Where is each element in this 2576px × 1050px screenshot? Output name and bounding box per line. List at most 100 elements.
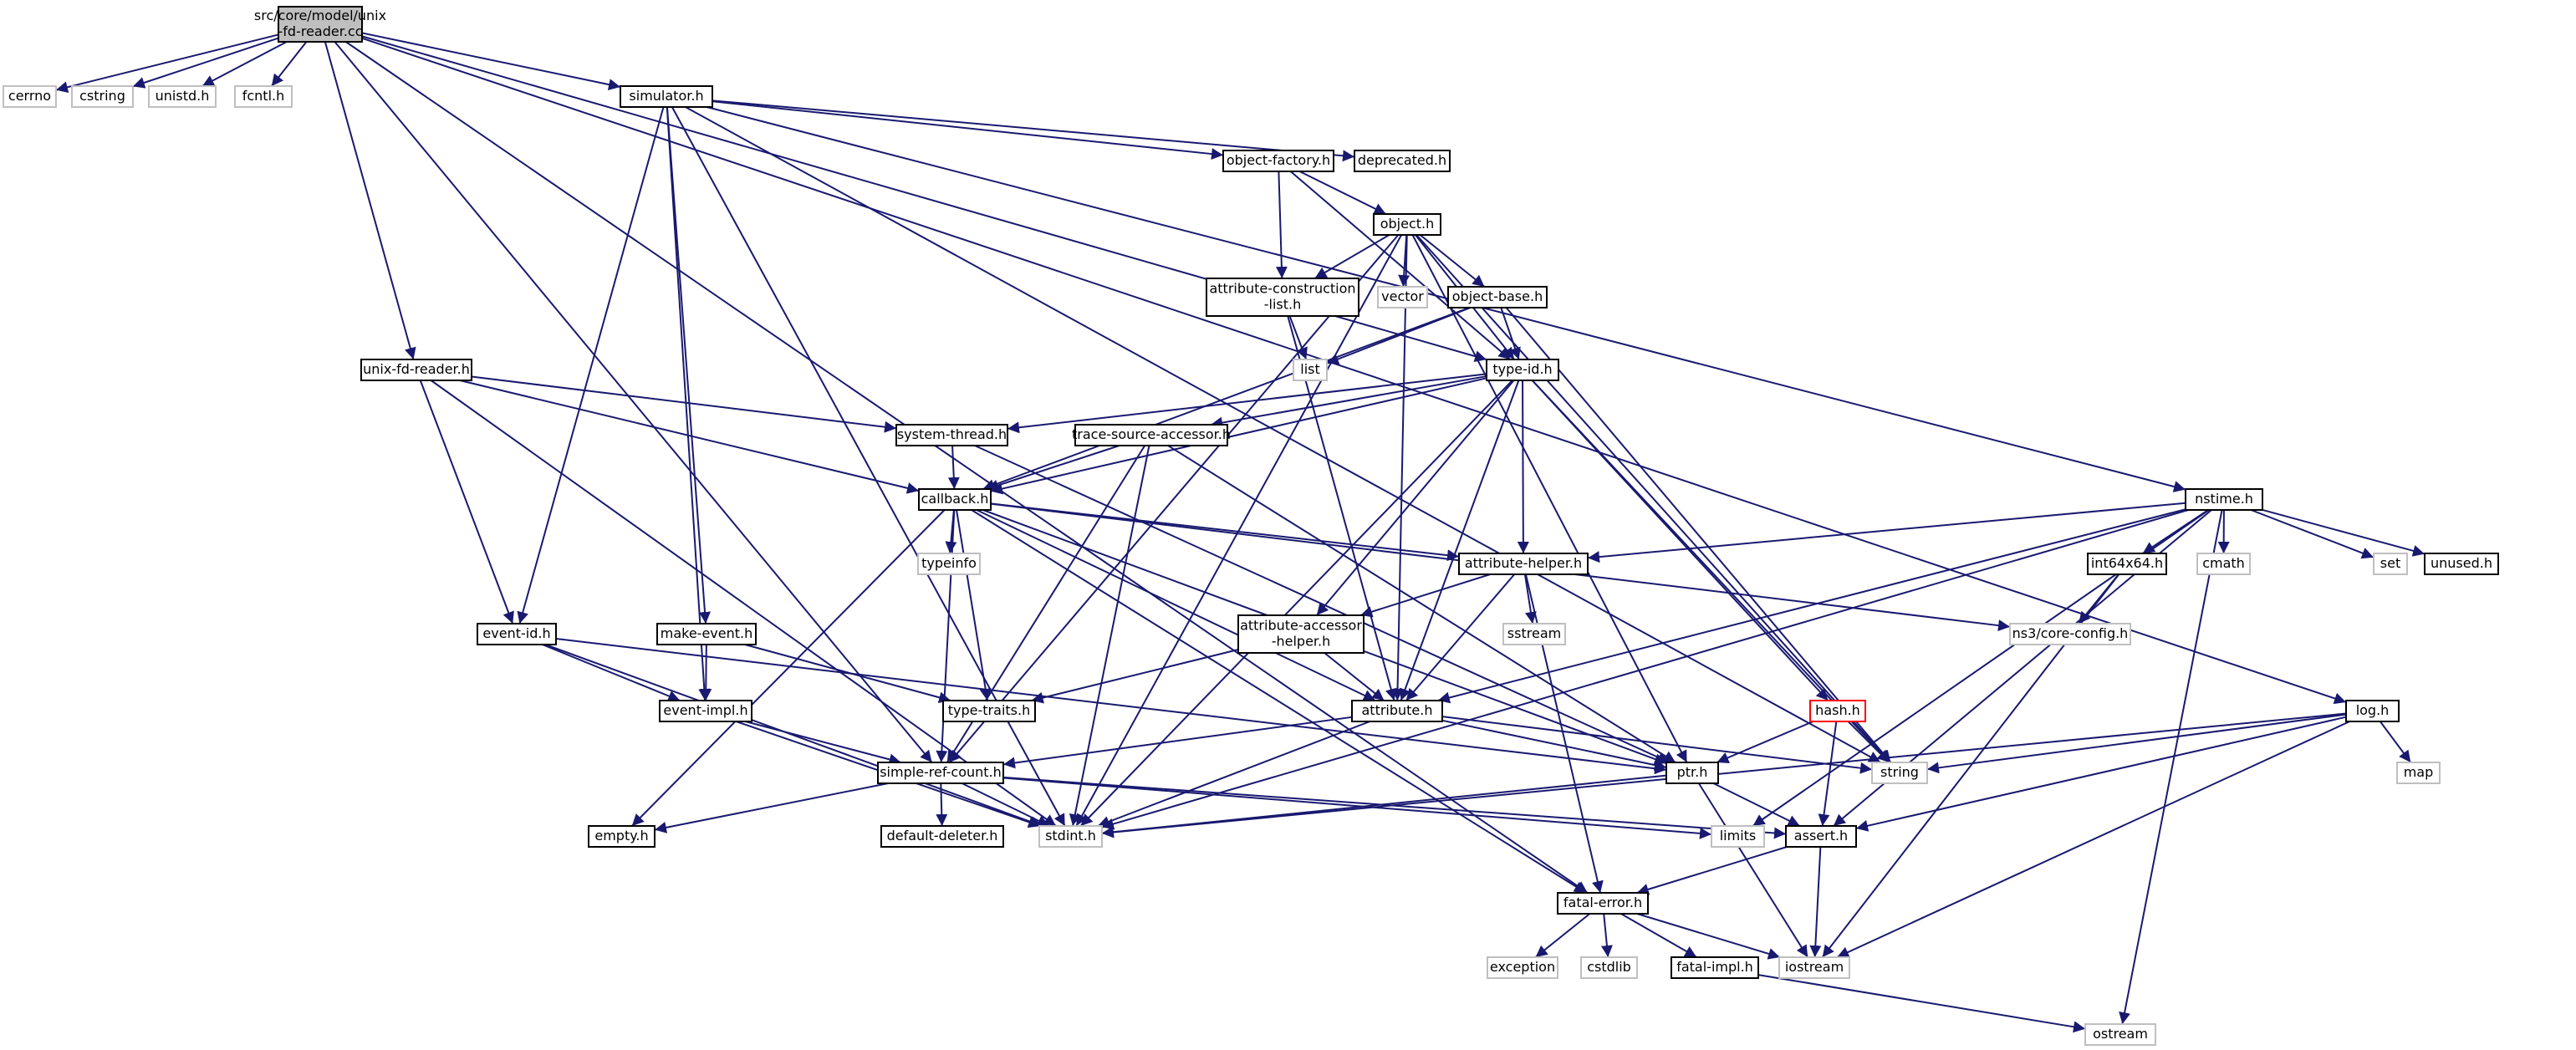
node-simulator[interactable]: simulator.h [620, 85, 713, 108]
edge-object_base-to-string [1505, 307, 1892, 763]
edge-event_id-to-ptr [555, 638, 1667, 775]
node-box [360, 359, 472, 381]
node-unused[interactable]: unused.h [2424, 553, 2499, 575]
node-int64x64[interactable]: int64x64.h [2087, 553, 2167, 575]
node-cerrno: cerrno [3, 85, 57, 108]
node-system_thread[interactable]: system-thread.h [895, 424, 1008, 446]
node-ns3config: ns3/core-config.h [2009, 623, 2131, 645]
node-box [1237, 614, 1365, 654]
node-event_impl[interactable]: event-impl.h [659, 700, 752, 722]
node-label: object-factory.h [1227, 152, 1330, 168]
node-attribute[interactable]: attribute.h [1351, 700, 1443, 722]
node-label: system-thread.h [897, 426, 1007, 442]
node-fatal_error[interactable]: fatal-error.h [1557, 892, 1649, 915]
node-hash: hash.h [1809, 700, 1866, 722]
node-box [1502, 623, 1566, 645]
node-box [1447, 286, 1548, 308]
node-type_traits[interactable]: type-traits.h [942, 700, 1036, 722]
node-label: -fd-reader.cc [278, 23, 363, 39]
edge-attr_accessor-to-type_traits [1031, 649, 1239, 704]
edge-make_event-to-type_traits [744, 644, 951, 704]
node-box [477, 623, 557, 645]
node-label: int64x64.h [2091, 555, 2163, 571]
node-log[interactable]: log.h [2345, 700, 2400, 722]
node-default_deleter[interactable]: default-deleter.h [880, 825, 1004, 848]
edge-attribute-to-ptr [1441, 719, 1667, 771]
edge-root-to-log [361, 37, 2347, 705]
node-label: event-id.h [482, 625, 550, 641]
node-box [2396, 762, 2441, 784]
node-label: sstream [1507, 625, 1561, 641]
edge-type_id-to-callback [990, 377, 1487, 495]
edge-nstime-to-attribute [1437, 508, 2186, 704]
edge-trace_source-to-stdint [1069, 445, 1150, 827]
node-object[interactable]: object.h [1373, 213, 1441, 236]
node-object_base[interactable]: object-base.h [1447, 286, 1548, 308]
node-box [1038, 825, 1103, 848]
edge-object_factory-to-object [1298, 171, 1387, 215]
node-box [942, 700, 1036, 722]
node-fatal_impl[interactable]: fatal-impl.h [1671, 956, 1759, 979]
edge-type_id-to-string [1531, 380, 1891, 763]
node-attr_helper[interactable]: attribute-helper.h [1458, 553, 1589, 575]
node-object_factory[interactable]: object-factory.h [1222, 150, 1334, 172]
node-typeinfo: typeinfo [917, 553, 981, 575]
node-label: make-event.h [661, 625, 753, 641]
node-box [877, 762, 1004, 784]
node-assert[interactable]: assert.h [1785, 825, 1857, 848]
edge-attr_helper-to-attr_accessor [1359, 573, 1491, 618]
node-box [1074, 424, 1228, 446]
node-simple_ref[interactable]: simple-ref-count.h [877, 762, 1004, 784]
node-label: empty.h [594, 828, 648, 844]
edge-callback-to-attr_helper [990, 502, 1460, 562]
node-attr_accessor[interactable]: attribute-accessor-helper.h [1237, 614, 1365, 654]
node-label: unix-fd-reader.h [363, 361, 470, 377]
node-trace_source[interactable]: trace-source-accessor.h [1072, 424, 1231, 446]
node-event_id[interactable]: event-id.h [477, 623, 557, 645]
node-label: fatal-error.h [1563, 895, 1642, 910]
edge-object_base-to-callback [982, 307, 1470, 491]
node-root[interactable]: src/core/model/unix-fd-reader.cc [254, 6, 386, 43]
node-cstring: cstring [71, 85, 134, 108]
nodes-layer: src/core/model/unix-fd-reader.cc cerrno cs… [3, 6, 2499, 1046]
edge-assert-to-fatal_error [1636, 846, 1788, 895]
edge-unix_fd_reader-to-callback [459, 380, 920, 494]
node-map: map [2396, 762, 2441, 784]
edge-ptr-to-iostream [1697, 782, 1809, 958]
edges-layer [55, 32, 2426, 1033]
node-label: type-id.h [1492, 361, 1552, 377]
node-ptr[interactable]: ptr.h [1665, 762, 1719, 784]
edge-object-to-string [1416, 234, 1891, 763]
node-box [1785, 825, 1857, 848]
node-label: iostream [1785, 959, 1844, 975]
node-label: cmath [2202, 555, 2245, 571]
edge-root-to-simple_ref [334, 41, 933, 763]
node-attr_construction[interactable]: attribute-construction-list.h [1206, 278, 1359, 317]
edge-system_thread-to-ptr [974, 445, 1671, 763]
node-box [1580, 956, 1638, 979]
node-make_event[interactable]: make-event.h [656, 623, 757, 645]
node-label: attribute-construction [1209, 281, 1355, 297]
edge-object_factory-to-attr_construction [1275, 171, 1288, 279]
node-fcntl: fcntl.h [234, 85, 293, 108]
node-empty[interactable]: empty.h [588, 825, 655, 848]
edge-fatal_error-to-cstdlib [1600, 913, 1613, 958]
node-callback[interactable]: callback.h [918, 488, 992, 511]
node-box [656, 623, 757, 645]
edge-attribute-to-stdint [1097, 721, 1370, 828]
node-nstime[interactable]: nstime.h [2185, 488, 2263, 511]
node-box [3, 85, 57, 108]
node-box [1354, 150, 1451, 172]
edge-object-to-simple_ref [948, 234, 1400, 763]
edge-attr_construction-to-list [1288, 315, 1308, 360]
node-label: fcntl.h [242, 88, 285, 104]
node-label: callback.h [921, 491, 989, 507]
node-cmath: cmath [2196, 553, 2251, 575]
node-type_id[interactable]: type-id.h [1486, 359, 1559, 381]
edge-object-to-stdint [1075, 234, 1403, 827]
edge-root-to-cerrno [55, 33, 279, 94]
node-unix_fd_reader[interactable]: unix-fd-reader.h [360, 359, 472, 381]
edge-fatal_error-to-exception [1534, 913, 1591, 958]
node-deprecated[interactable]: deprecated.h [1354, 150, 1451, 172]
